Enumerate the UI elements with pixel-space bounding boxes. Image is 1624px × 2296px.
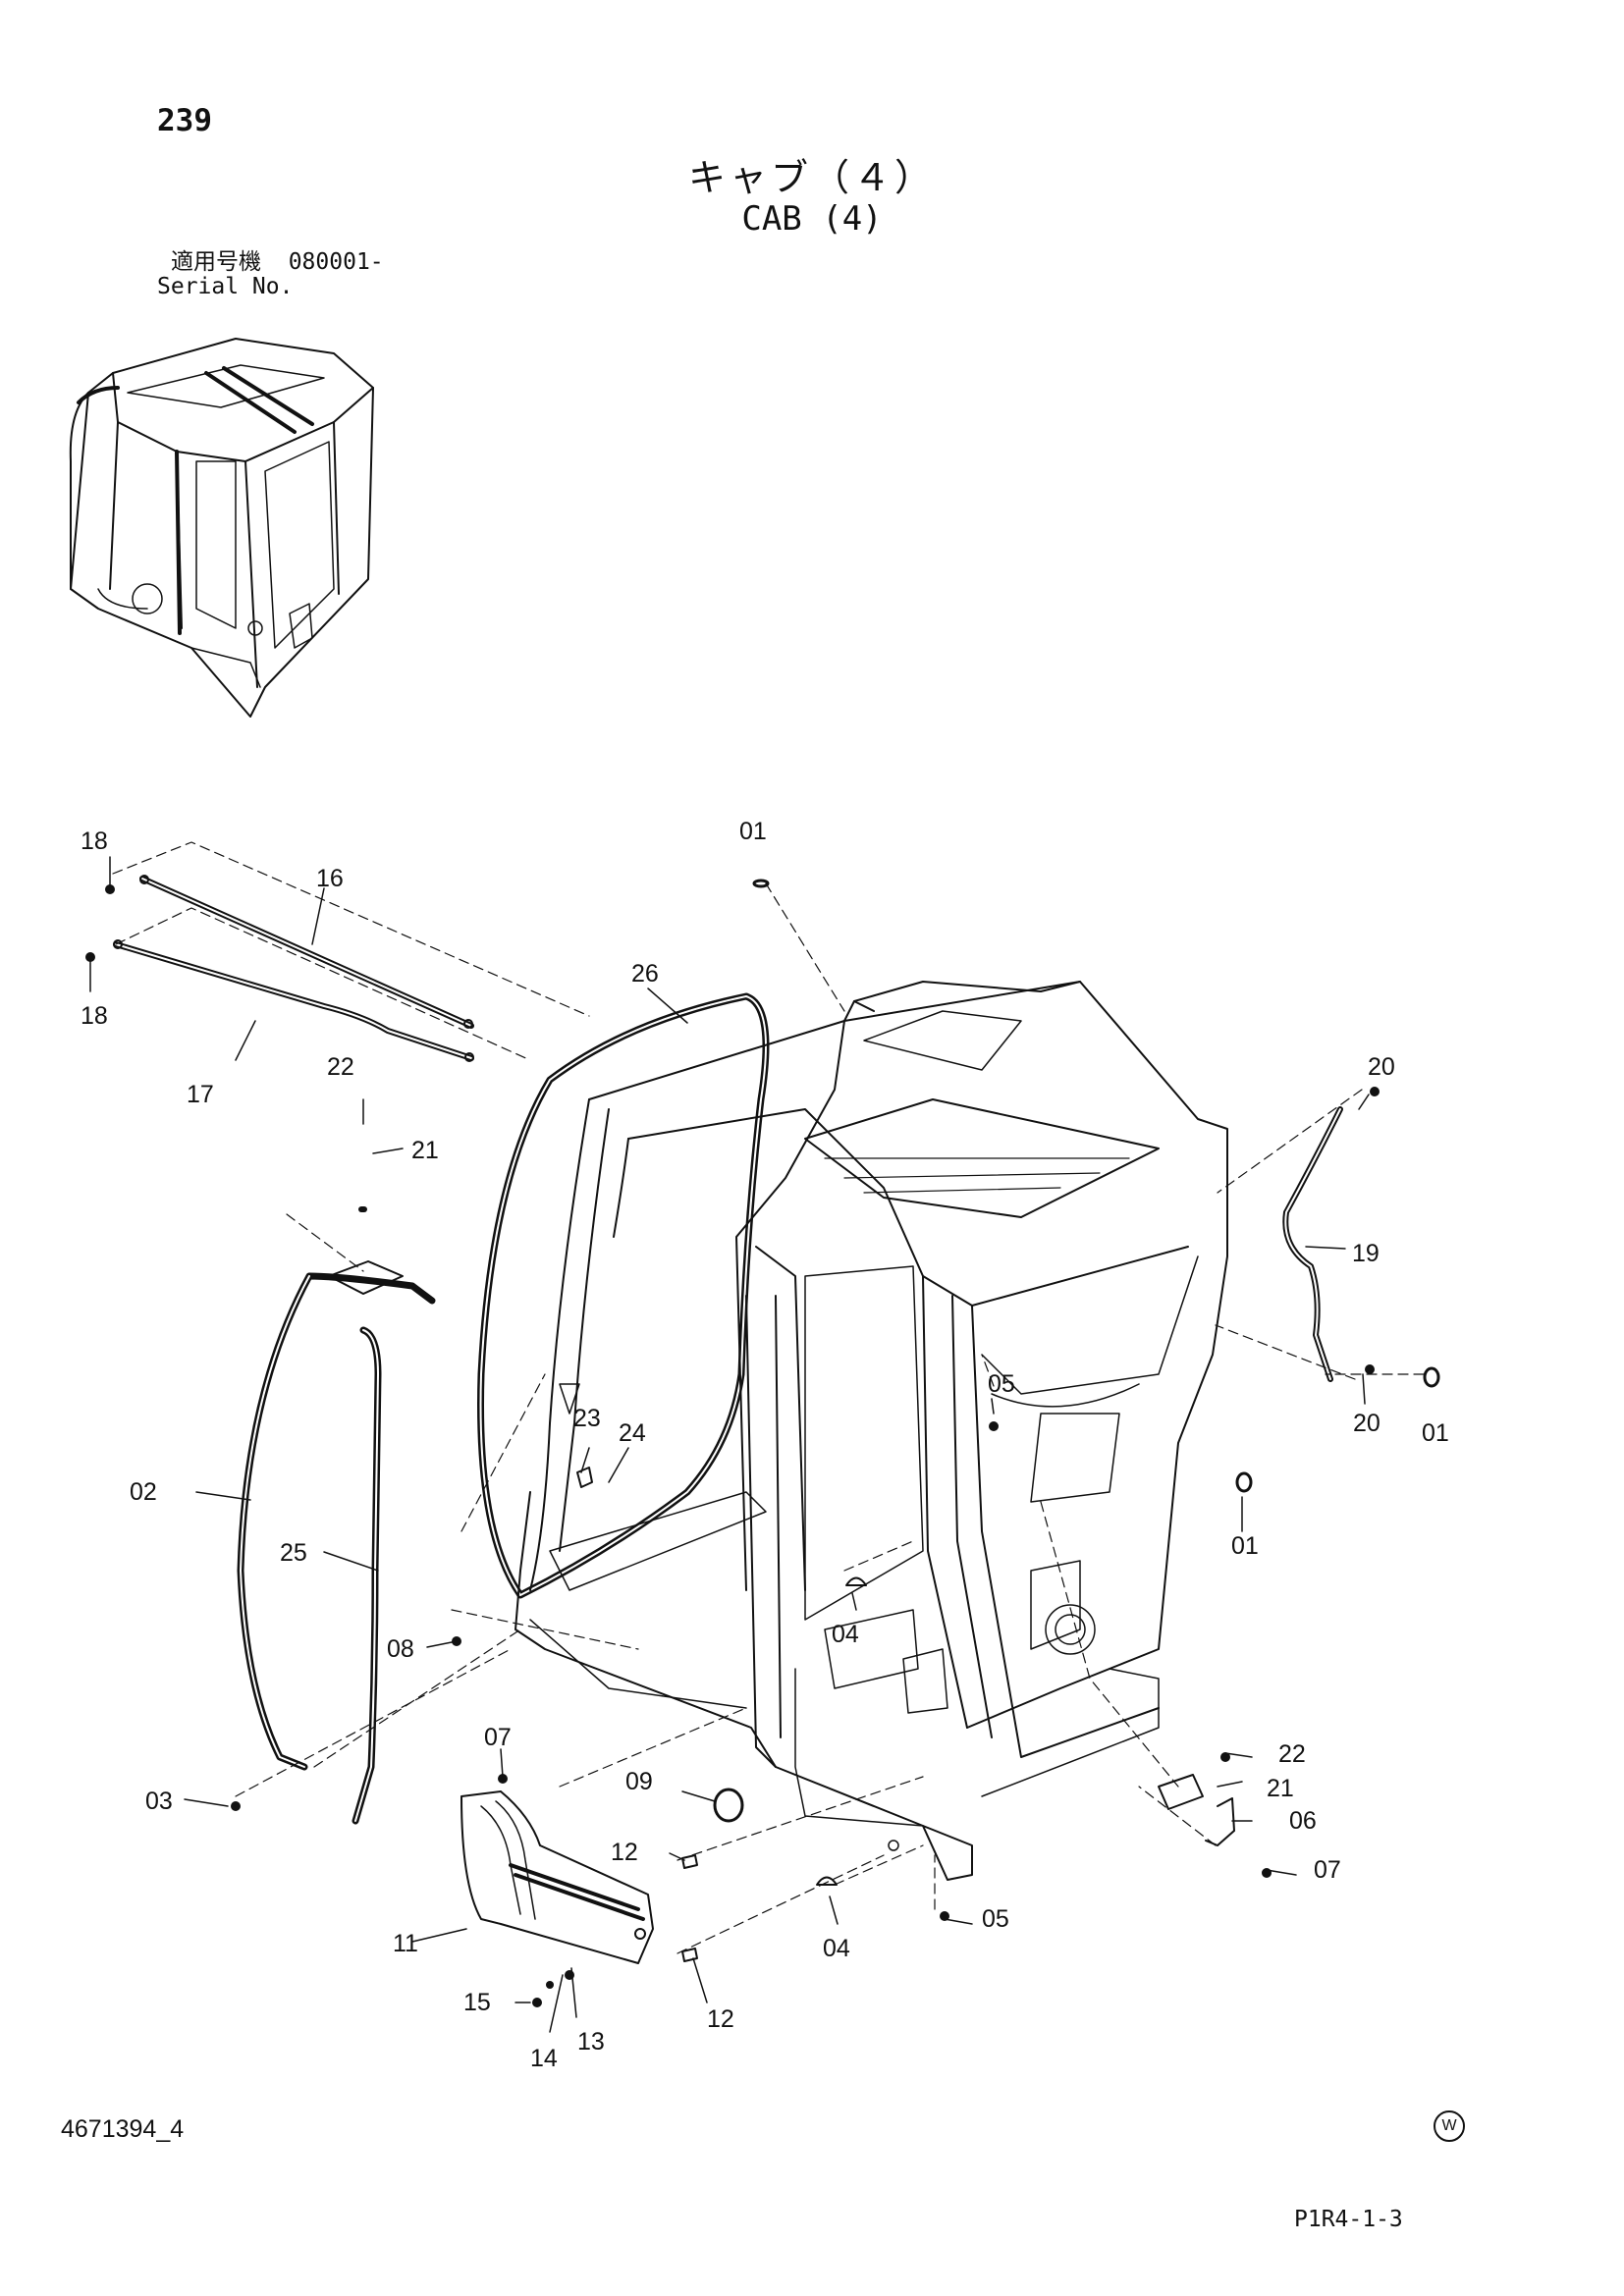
callout-03: 03 — [145, 1788, 173, 1815]
callout-07-left: 07 — [484, 1724, 512, 1751]
callout-17: 17 — [187, 1081, 214, 1108]
callout-04-lower: 04 — [823, 1935, 850, 1962]
callout-labels: 01 18 16 18 17 26 22 21 20 19 20 01 05 2… — [81, 818, 1449, 2072]
grommet-01-mid — [1235, 1471, 1253, 1493]
grommet-01-top — [752, 879, 770, 888]
clip-12-lower — [681, 1948, 698, 1962]
callout-26: 26 — [631, 960, 659, 988]
clip-12-upper — [681, 1854, 698, 1869]
callout-02: 02 — [130, 1478, 157, 1506]
callout-07-right: 07 — [1314, 1856, 1341, 1884]
document-code: 4671394_4 — [61, 2115, 185, 2143]
grommet-01-right — [1423, 1366, 1440, 1388]
callout-24: 24 — [619, 1419, 646, 1447]
callout-23: 23 — [573, 1405, 601, 1432]
front-guard-02 — [237, 1272, 436, 1771]
mirror-stay-19 — [1282, 1106, 1343, 1382]
cover-plate-21-left — [328, 1260, 404, 1295]
callout-21-right: 21 — [1267, 1775, 1294, 1802]
callout-20-upper: 20 — [1368, 1053, 1395, 1081]
callout-25: 25 — [280, 1539, 307, 1567]
fasteners — [85, 884, 1380, 2007]
cover-plate-21-right — [1158, 1774, 1204, 1810]
door-seal-26 — [477, 992, 770, 1599]
callout-08: 08 — [387, 1635, 414, 1663]
cab-frame — [514, 981, 1228, 1881]
callout-13: 13 — [577, 2028, 605, 2056]
callout-18-upper: 18 — [81, 828, 108, 855]
callout-12-lower: 12 — [707, 2005, 734, 2033]
page-title-japanese: キャブ（４） — [687, 156, 936, 199]
callout-19: 19 — [1352, 1240, 1380, 1267]
serial-label-japanese: 適用号機 — [171, 249, 261, 275]
callout-22-right: 22 — [1278, 1740, 1306, 1768]
assist-bar-16 — [139, 875, 474, 1029]
cover-11 — [460, 1790, 654, 1964]
callout-16: 16 — [316, 865, 344, 892]
callout-14: 14 — [530, 2045, 558, 2072]
serial-block: 適用号機 080001- Serial No. — [157, 250, 384, 299]
plug-04-lower — [816, 1876, 838, 1886]
callout-22-left: 22 — [327, 1053, 354, 1081]
assist-bar-17 — [113, 939, 474, 1062]
callout-09: 09 — [625, 1768, 653, 1795]
callout-20-lower: 20 — [1353, 1410, 1380, 1437]
plug-04-upper — [845, 1576, 867, 1586]
callout-01-right: 01 — [1422, 1419, 1449, 1447]
catch-23-24 — [576, 1467, 593, 1488]
callout-11: 11 — [393, 1930, 418, 1957]
reference-lines — [112, 841, 1425, 1954]
callout-05-lower: 05 — [982, 1905, 1009, 1933]
callout-06: 06 — [1289, 1807, 1317, 1835]
serial-value: 080001- — [288, 249, 384, 275]
edition-mark: W — [1434, 2110, 1465, 2142]
callout-21-left: 21 — [411, 1137, 439, 1164]
page-reference: P1R4-1-3 — [1294, 2207, 1403, 2232]
page-title-english: CAB (4) — [741, 199, 883, 239]
keymap-cab-thumbnail — [69, 338, 374, 718]
serial-label-english: Serial No. — [157, 274, 294, 299]
callout-01-top: 01 — [739, 818, 767, 845]
bracket-06 — [1205, 1797, 1235, 1846]
callout-18-lower: 18 — [81, 1002, 108, 1030]
callout-12-upper: 12 — [611, 1839, 638, 1866]
callout-04-upper: 04 — [832, 1621, 859, 1648]
page-number: 239 — [157, 103, 212, 138]
callout-15: 15 — [463, 1989, 491, 2016]
callout-05-upper: 05 — [988, 1370, 1015, 1398]
grommet-09 — [713, 1788, 744, 1823]
leader-lines — [89, 856, 1370, 2033]
callout-01-mid: 01 — [1231, 1532, 1259, 1560]
